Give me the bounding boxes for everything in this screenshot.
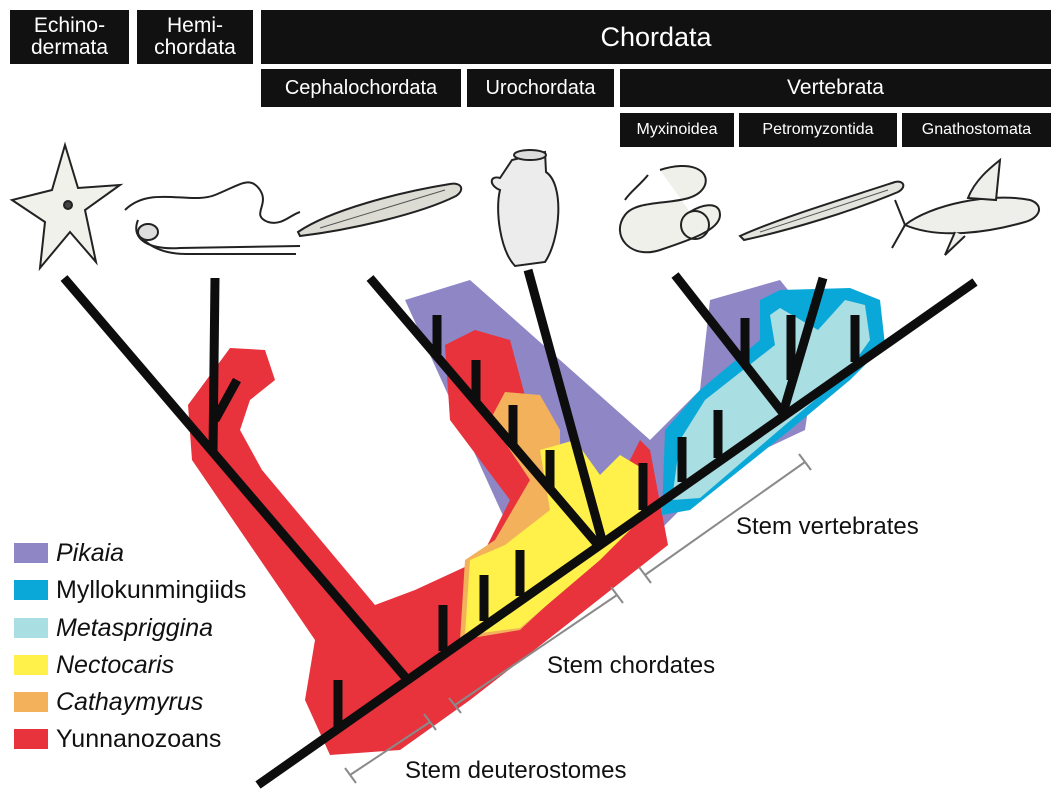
legend-swatch bbox=[14, 692, 48, 712]
acorn-worm-icon bbox=[125, 182, 300, 254]
legend-swatch bbox=[14, 543, 48, 563]
legend-item-cathaymyrus: Cathaymyrus bbox=[14, 690, 203, 714]
legend-label: Myllokunmingiids bbox=[56, 576, 246, 605]
fish-icon bbox=[892, 160, 1039, 255]
legend-swatch bbox=[14, 729, 48, 749]
lancelet-icon bbox=[298, 184, 461, 236]
legend-item-myllokunmingiids: Myllokunmingiids bbox=[14, 578, 246, 602]
stem-deuterostomes-label: Stem deuterostomes bbox=[405, 757, 626, 785]
legend-item-nectocaris: Nectocaris bbox=[14, 653, 174, 677]
legend-swatch bbox=[14, 580, 48, 600]
tunicate-icon bbox=[492, 150, 559, 266]
stem-chordates-label: Stem chordates bbox=[547, 652, 715, 680]
hagfish-icon bbox=[620, 166, 720, 252]
legend-label: Pikaia bbox=[56, 539, 124, 568]
stem-vertebrates-label: Stem vertebrates bbox=[736, 513, 919, 541]
legend-item-metaspriggina: Metaspriggina bbox=[14, 616, 213, 640]
legend-swatch bbox=[14, 655, 48, 675]
legend-label: Nectocaris bbox=[56, 651, 174, 680]
legend-item-yunnanozoans: Yunnanozoans bbox=[14, 727, 221, 751]
legend-label: Metaspriggina bbox=[56, 614, 213, 643]
legend-item-pikaia: Pikaia bbox=[14, 541, 124, 565]
legend-label: Yunnanozoans bbox=[56, 725, 221, 754]
starfish-icon bbox=[12, 145, 120, 268]
legend-label: Cathaymyrus bbox=[56, 688, 203, 717]
lamprey-icon bbox=[740, 182, 903, 240]
legend-swatch bbox=[14, 618, 48, 638]
